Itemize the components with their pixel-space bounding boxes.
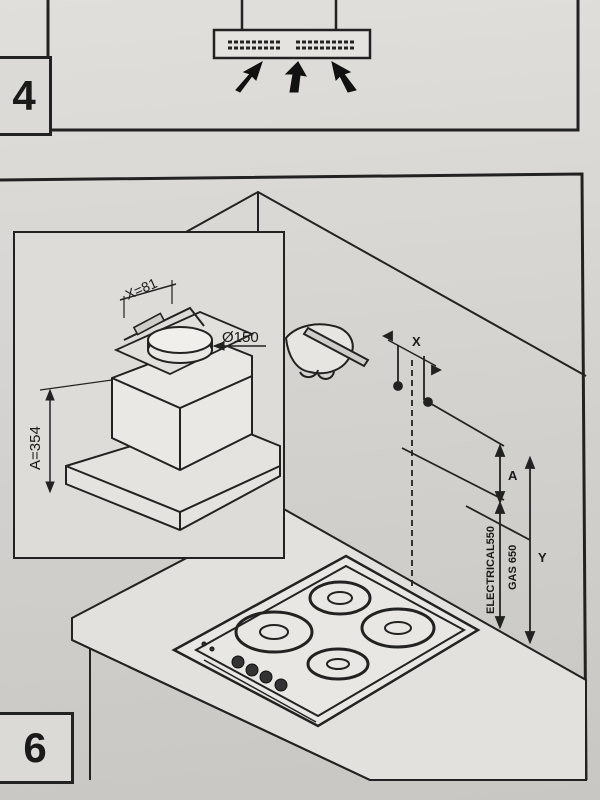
x-label: X xyxy=(412,334,421,349)
hand-pencil-icon xyxy=(284,323,370,380)
y-label: Y xyxy=(538,550,547,565)
inset-hood-detail xyxy=(13,231,285,559)
airflow-arrows xyxy=(235,60,357,93)
burners xyxy=(234,580,436,681)
hob xyxy=(171,554,481,728)
dimension-labels: X A Y ELECTRICAL550 GAS 650 xyxy=(412,334,547,614)
wall-marking xyxy=(381,330,536,645)
lower-panel-frame xyxy=(0,172,588,781)
diameter-label: Ø150 xyxy=(222,329,259,346)
electrical-label: ELECTRICAL550 xyxy=(485,526,497,614)
step-number-lower: 6 xyxy=(0,712,74,784)
a354-label: A=354 xyxy=(27,426,44,470)
control-knobs xyxy=(201,641,288,692)
step-number-upper: 4 xyxy=(0,56,52,136)
gas-label: GAS 650 xyxy=(507,545,519,590)
upper-panel xyxy=(46,0,580,132)
a-label: A xyxy=(508,468,518,483)
